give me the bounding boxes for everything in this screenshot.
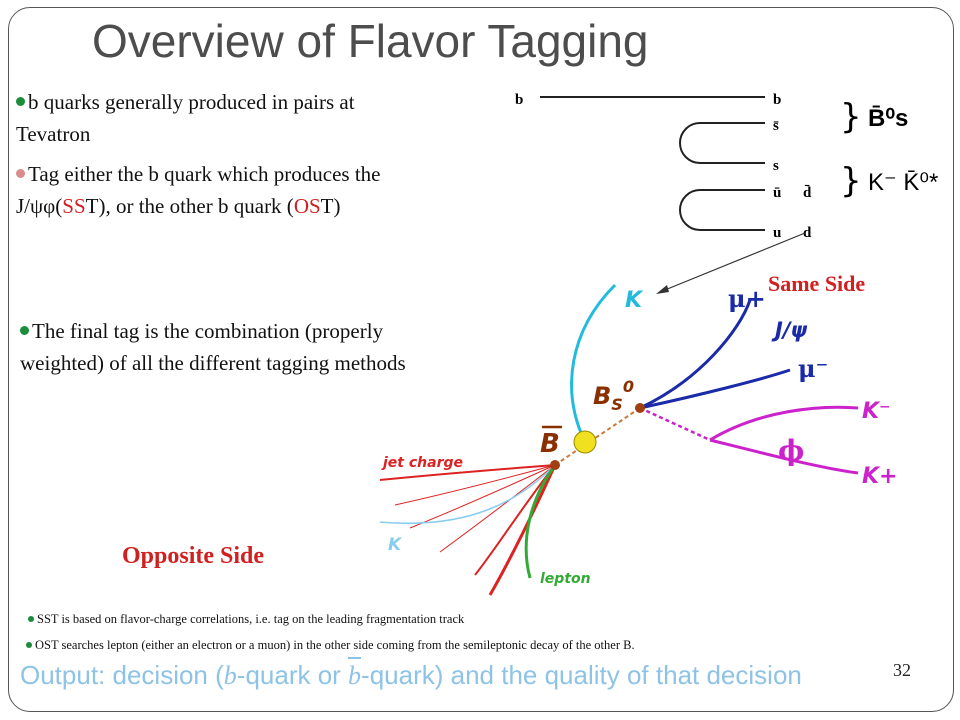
bullet-text: weighted) of all the different tagging m… [20,351,406,375]
bullet-text: The final tag is the combination (proper… [32,319,384,343]
jet-track [488,464,557,596]
jet-track [379,464,556,481]
jet-track [394,464,556,506]
bullet-dot-icon [20,326,29,335]
bullet-dot-icon [16,97,25,106]
note-text: OST searches lepton (either an electron … [35,638,635,652]
bs-vertex-icon [635,403,645,413]
jet-track [439,464,556,553]
kaon-plus-track [709,438,859,475]
primary-vertex-icon [573,430,597,454]
bullet-dot-icon [28,616,34,622]
bullet-text: T) [320,194,341,218]
output-line: Output: decision (b-quark or b-quark) an… [20,657,802,691]
kaon-opposite-label: K [388,535,403,555]
page-number: 32 [893,660,911,680]
bbar-label: B [540,429,560,459]
quark-label: d̄ [803,185,812,201]
meson-bs0-label: B̄⁰s [868,105,908,132]
output-text: -quark) and the quality of that decision [361,660,802,690]
quark-label: d [803,225,812,241]
note-ost: OST searches lepton (either an electron … [26,638,635,653]
quark-label: b [773,92,781,108]
kaon-minus-label: K⁻ [862,399,891,424]
pointer-arrow-line [659,232,806,293]
muon-minus-label: μ⁻ [798,354,828,383]
muon-plus-track [639,299,752,410]
bs0-label: BS0 [593,377,634,414]
brace-icon: } [840,97,862,137]
output-text: -quark or [236,660,349,690]
opposite-kaon-track [379,464,556,525]
muon-minus-track [639,368,791,410]
brace-icon: } [840,161,862,201]
phi-label: ϕ [778,434,804,467]
output-text: Output: decision ( [20,660,224,690]
output-bbar: b [348,657,362,690]
slide-frame [8,7,954,712]
bullet-text: T), or the other b quark ( [85,194,294,218]
lepton-label: lepton [540,571,591,587]
bullet-final-tag: The final tag is the combination (proper… [20,315,520,379]
same-side-label: Same Side [768,271,865,296]
quark-label: u [773,225,781,241]
quark-label: s [773,158,779,174]
quark-line-diagram: b b s̄ s ū d̄ u d } B̄⁰s } K⁻ K̄⁰* [515,92,938,241]
ost-highlight: OS [293,194,321,218]
lepton-track [524,464,557,579]
slide-title: Overview of Flavor Tagging [92,15,649,67]
sst-highlight: SS [62,194,86,218]
kaon-plus-label: K+ [862,464,897,489]
note-text: SST is based on flavor-charge correlatio… [37,612,465,626]
kaon-same-label: K [625,288,644,313]
bullet-text: Tag either the b quark which produces th… [28,162,381,186]
bullet-text: b quarks generally produced in pairs at [28,90,355,114]
b-vertex-icon [550,460,560,470]
bullet-text: J/ψφ( [16,194,63,218]
b-bs-connector [554,407,641,466]
quark-label: s̄ [773,118,779,134]
jet-track [474,464,556,576]
jet-charge-label: jet charge [381,455,463,471]
bullet-b-quark-pairs: b quarks generally produced in pairs at … [16,86,486,150]
note-sst: SST is based on flavor-charge correlatio… [28,612,464,627]
quark-label: ū [773,185,781,201]
same-side-kaon-track [570,283,617,443]
uu-pair-line [679,189,765,231]
quark-label-b-left: b [515,92,523,108]
ss-pair-line [679,122,765,164]
bullet-dot-icon [26,642,32,648]
muon-plus-label: μ+ [728,284,766,313]
opposite-side-label: Opposite Side [122,543,264,569]
meson-kk-label: K⁻ K̄⁰* [868,169,938,196]
output-b: b [223,661,237,690]
bullet-tag-either: Tag either the b quark which produces th… [16,158,506,222]
jpsi-label: J/ψ [771,318,807,342]
phi-flight-line [639,406,711,442]
bullet-text: Tevatron [16,122,91,146]
kaon-minus-track [709,405,859,442]
bullet-dot-icon [16,169,25,178]
pointer-arrow-head-icon [656,285,669,294]
